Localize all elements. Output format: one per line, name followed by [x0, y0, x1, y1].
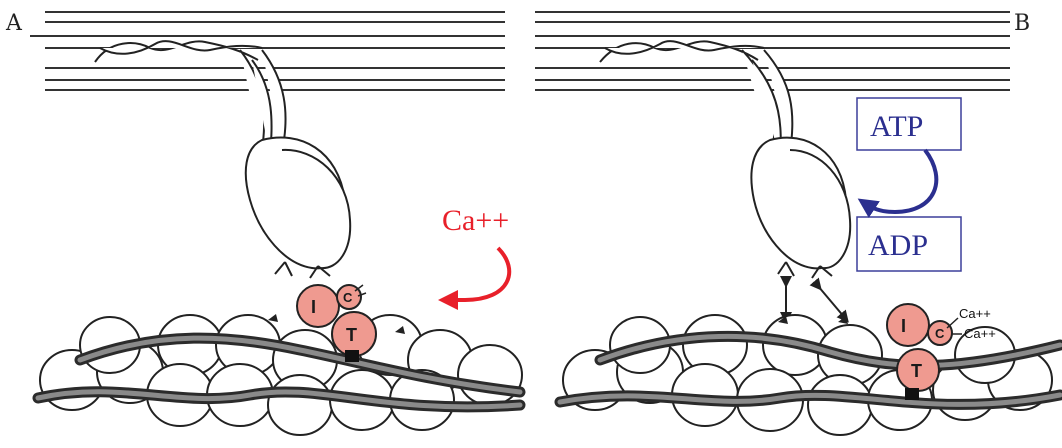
- troponin-t-label: T: [346, 325, 357, 345]
- myosin-tail-b: [600, 41, 792, 158]
- troponin-i-label: I: [311, 297, 316, 317]
- troponin-i-label: I: [901, 316, 906, 336]
- troponin-anchor-icon: [905, 388, 919, 400]
- calcium-bound-label-1: Ca++: [959, 306, 991, 321]
- calcium-label: Ca++: [442, 204, 509, 237]
- troponin-c-label: C: [343, 290, 353, 305]
- atp-label: ATP: [870, 110, 923, 143]
- troponin-i: [297, 285, 339, 327]
- troponin-t-label: T: [911, 361, 922, 381]
- atp-box: ATP: [857, 98, 961, 150]
- panel-b: B: [535, 11, 1060, 435]
- panel-a-letter: A: [5, 11, 23, 36]
- troponin-i: [887, 304, 929, 346]
- actin-filament-a: [40, 315, 522, 435]
- adp-box: ADP: [857, 217, 961, 271]
- thick-filament-a: [30, 12, 505, 90]
- myosin-tail-a: [95, 41, 286, 158]
- calcium-arrow-icon: [448, 248, 509, 300]
- atp-hydrolysis-arrow-icon: [866, 150, 936, 212]
- calcium-bound-label-2: Ca++: [964, 326, 996, 341]
- adp-label: ADP: [868, 229, 928, 262]
- troponin-anchor-icon: [345, 350, 359, 362]
- troponin-c-label: C: [935, 326, 945, 341]
- attachment-arrows: [786, 282, 845, 318]
- myosin-head-b: [751, 138, 850, 278]
- myosin-head-a: [246, 138, 350, 279]
- panel-b-letter: B: [1014, 11, 1030, 36]
- panel-a: A: [5, 11, 522, 435]
